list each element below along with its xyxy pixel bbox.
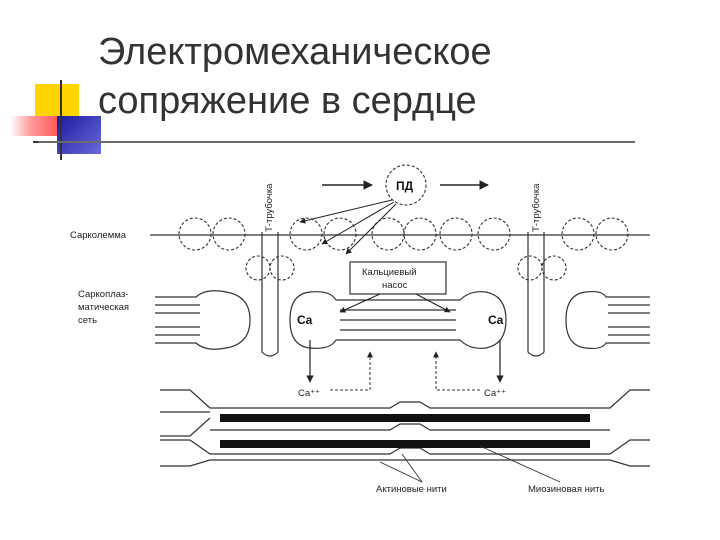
ca-ion-left: Ca⁺⁺ — [298, 388, 320, 399]
page-title: Электромеханическое сопряжение в сердце — [98, 28, 698, 126]
calcium-pump-label-1: Кальциевый — [362, 267, 417, 278]
t-tubule-right — [527, 232, 545, 357]
sr-label-1: Саркоплаз- — [78, 289, 128, 300]
myosin-filament-bottom — [220, 440, 590, 448]
pump-arrows — [339, 293, 451, 313]
t-tubule-left-label: Т-трубочка — [264, 183, 275, 232]
filament-pointer-lines — [379, 445, 561, 483]
title-line-2: сопряжение в сердце — [98, 80, 477, 122]
calcium-pump-label-2: насос — [382, 280, 408, 291]
actin-label: Актиновые нити — [376, 484, 447, 495]
sarcoplasmic-reticulum — [155, 290, 650, 350]
ca-reuptake-paths — [330, 351, 480, 391]
ca-left: Ca — [297, 313, 313, 327]
title-divider — [38, 141, 635, 143]
myosin-filament-top — [220, 414, 590, 422]
pd-spread-arrows — [299, 199, 397, 255]
sr-label-2: матическая — [78, 302, 129, 313]
ca-ion-right: Ca⁺⁺ — [484, 388, 506, 399]
deco-vertical-line — [60, 80, 62, 160]
myosin-label: Миозиновая нить — [528, 484, 605, 495]
calcium-pump-box — [349, 261, 447, 295]
pd-label: ПД — [396, 179, 414, 193]
sr-label-3: сеть — [78, 315, 97, 326]
deco-blue-square — [57, 116, 101, 154]
sarcolemma-label: Сарколемма — [70, 230, 127, 241]
title-line-1: Электромеханическое — [98, 31, 492, 73]
ca-right: Ca — [488, 313, 504, 327]
action-potential-circles — [178, 164, 629, 281]
t-tubule-right-label: Т-трубочка — [531, 183, 542, 232]
ca-release-arrows — [306, 340, 504, 383]
myofilament-bundle — [160, 389, 650, 467]
t-tubule-left — [261, 232, 279, 357]
